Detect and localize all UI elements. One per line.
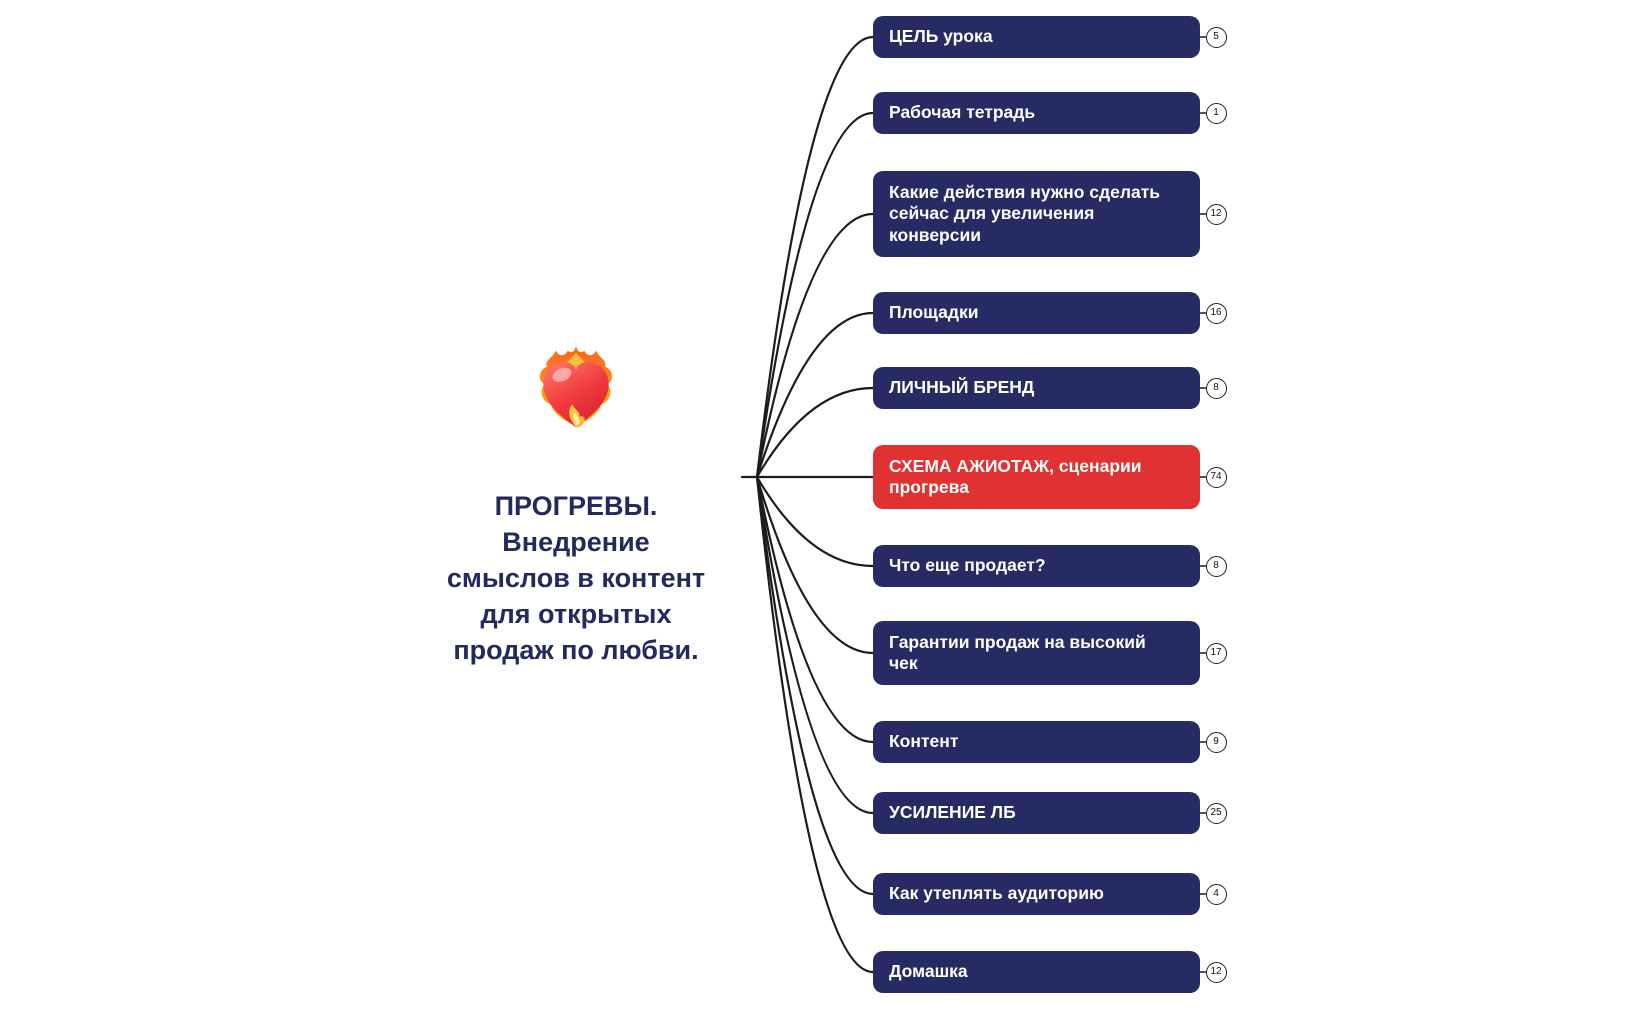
central-title-line: Внедрение [502,527,650,557]
branch-node-label: ЛИЧНЫЙ БРЕНД [889,377,1035,398]
branch-count-badge[interactable]: 1 [1205,102,1227,124]
branch-connector-line [755,311,875,479]
central-title-line: для открытых [480,599,672,629]
central-topic[interactable]: ПРОГРЕВЫ. Внедрение смыслов в контент дл… [376,341,776,668]
branch-node[interactable]: Контент [873,721,1200,763]
branch-node-label: Площадки [889,302,979,323]
central-title-line: смыслов в контент [446,563,706,593]
branch-count-badge[interactable]: 25 [1205,802,1227,824]
heart-on-fire-emoji [539,341,613,428]
central-title-line: ПРОГРЕВЫ. [494,491,658,521]
branch-connector-line [755,475,875,815]
branch-count-badge[interactable]: 74 [1205,466,1227,488]
branch-node-label: Гарантии продаж на высокий чек [889,631,1146,674]
branch-node-label: Рабочая тетрадь [889,102,1036,123]
branch-node[interactable]: Рабочая тетрадь [873,92,1200,134]
branch-connector-line [755,212,875,479]
branch-node[interactable]: Гарантии продаж на высокий чек [873,621,1200,685]
branch-node[interactable]: Какие действия нужно сделать сейчас для … [873,171,1200,257]
branch-connector-line [755,475,875,744]
branch-connector-line [755,475,875,655]
branch-count-badge[interactable]: 12 [1205,203,1227,225]
branch-node-label: Контент [889,731,959,752]
branch-connector-line [755,475,875,896]
branch-node-label: ЦЕЛЬ урока [889,26,993,47]
branch-node[interactable]: Что еще продает? [873,545,1200,587]
central-title-line: продаж по любви. [453,635,699,665]
branch-count-badge[interactable]: 17 [1205,642,1227,664]
branch-node[interactable]: СХЕМА АЖИОТАЖ, сценарии прогрева [873,445,1200,509]
branch-count-badge[interactable]: 5 [1205,26,1227,48]
branch-node-label: Домашка [889,961,968,982]
branch-node-label: Что еще продает? [889,555,1046,576]
branch-node[interactable]: Площадки [873,292,1200,334]
branch-node[interactable]: Как утеплять аудиторию [873,873,1200,915]
branch-count-badge[interactable]: 8 [1205,377,1227,399]
branch-count-badge[interactable]: 16 [1205,302,1227,324]
branch-connector-line [755,386,875,479]
branch-node-label: Какие действия нужно сделать сейчас для … [889,181,1161,245]
branch-count-badge[interactable]: 4 [1205,883,1227,905]
branch-connector-line [755,475,875,568]
branch-node[interactable]: УСИЛЕНИЕ ЛБ [873,792,1200,834]
branch-node[interactable]: Домашка [873,951,1200,993]
branch-count-badge[interactable]: 8 [1205,555,1227,577]
branch-count-badge[interactable]: 9 [1205,731,1227,753]
branch-connector-line [755,475,875,974]
branch-connector-line [755,35,875,479]
branch-node-label: СХЕМА АЖИОТАЖ, сценарии прогрева [889,455,1142,498]
central-topic-title: ПРОГРЕВЫ. Внедрение смыслов в контент дл… [376,488,776,668]
branch-count-badge[interactable]: 12 [1205,961,1227,983]
branch-node-label: УСИЛЕНИЕ ЛБ [889,802,1016,823]
branch-node[interactable]: ЦЕЛЬ урока [873,16,1200,58]
branch-node[interactable]: ЛИЧНЫЙ БРЕНД [873,367,1200,409]
branch-connector-line [755,111,875,479]
branch-node-label: Как утеплять аудиторию [889,883,1104,904]
